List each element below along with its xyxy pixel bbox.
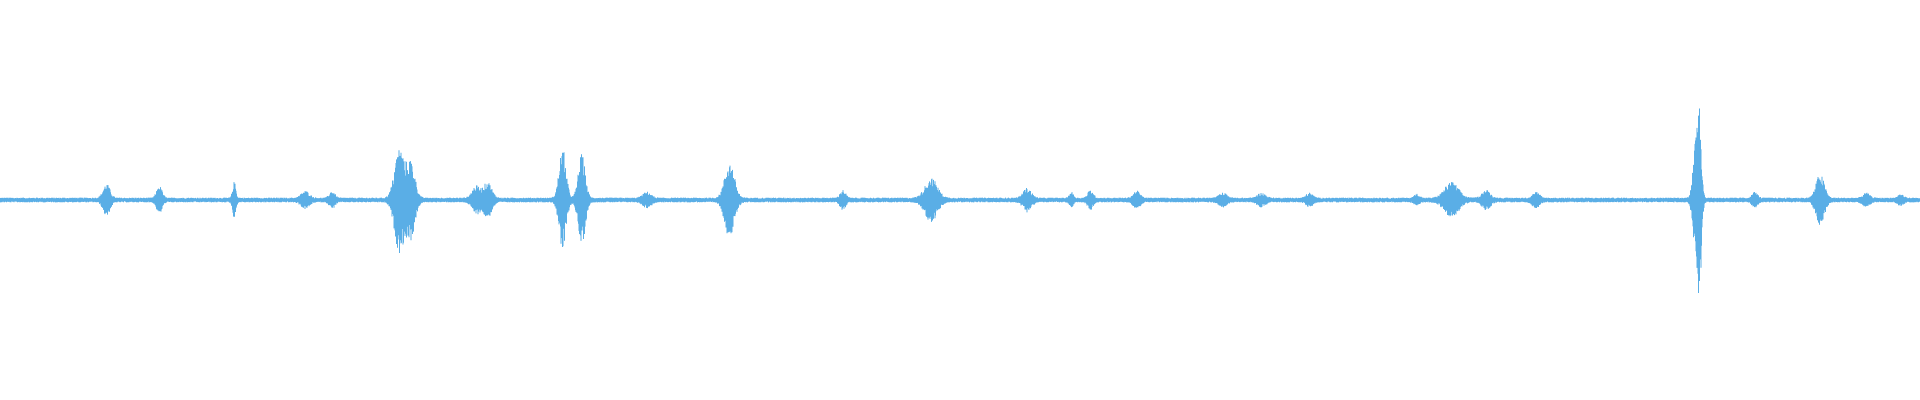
waveform-trace bbox=[0, 108, 1920, 293]
